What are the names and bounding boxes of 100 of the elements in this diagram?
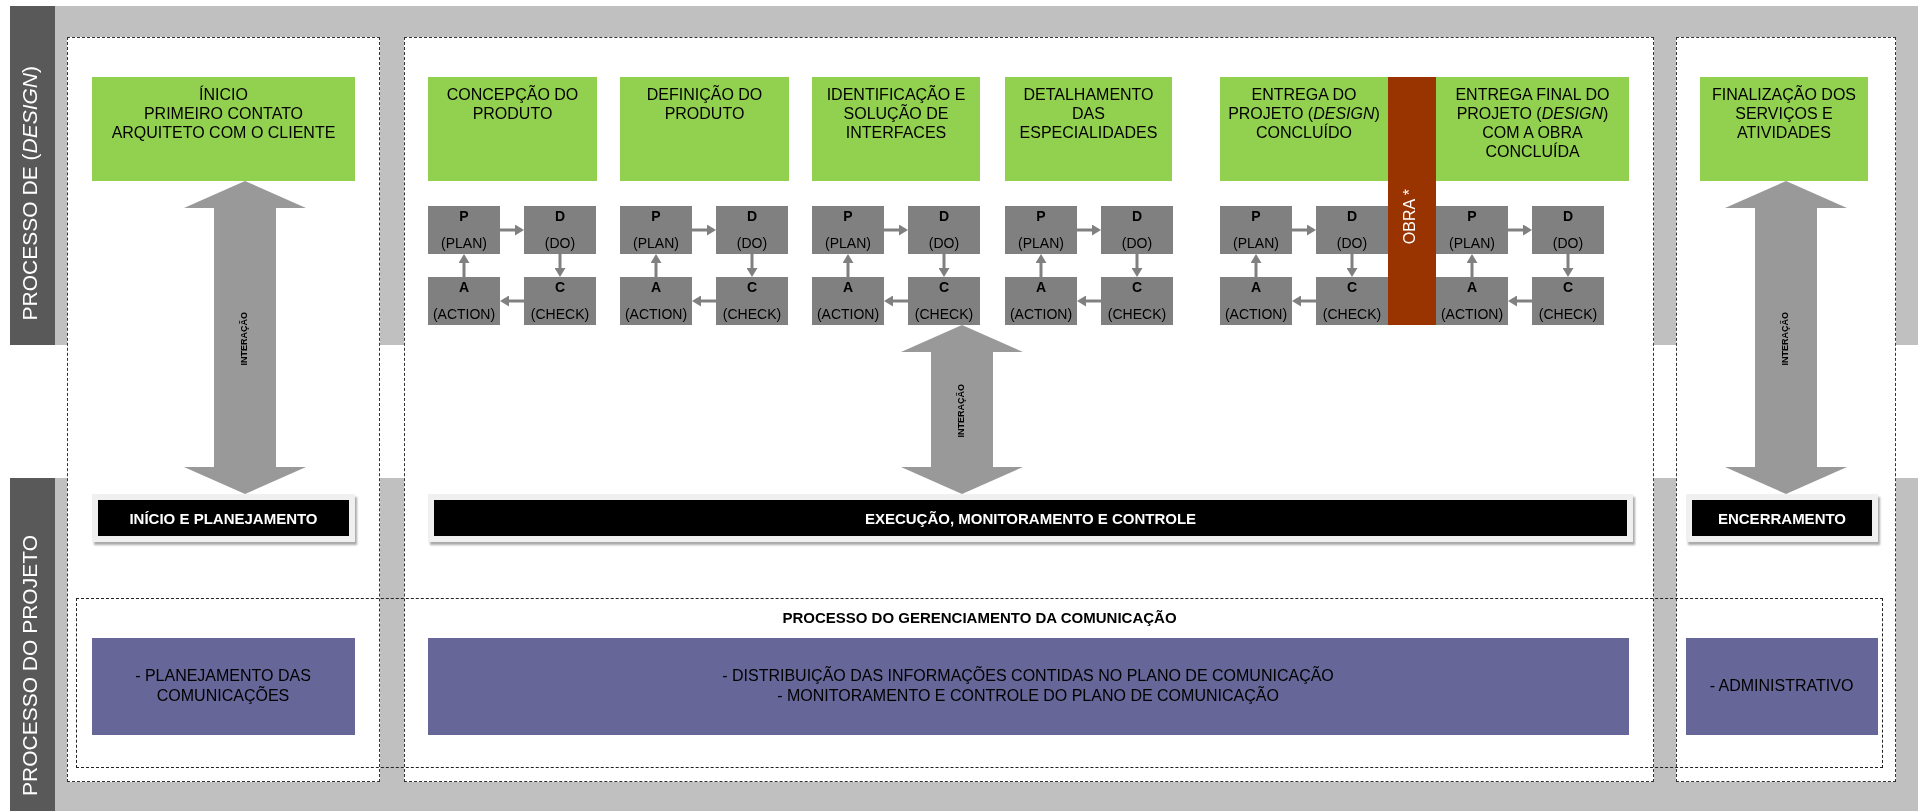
cycle-step-name: (ACTION)	[624, 306, 688, 322]
cycle-letter: P	[651, 208, 661, 224]
phase-box	[812, 77, 980, 181]
cycle-letter: P	[1251, 208, 1261, 224]
cycle-step-box	[716, 206, 788, 254]
cycle-step-box	[524, 277, 596, 325]
activity-box	[1685, 637, 1878, 735]
arrow	[1562, 254, 1574, 277]
cycle-letter: D	[1562, 208, 1574, 224]
cycle-step-box	[1316, 206, 1388, 254]
cycle-step-name: (PLAN)	[825, 235, 871, 251]
cycle-step-name: (CHECK)	[914, 306, 974, 322]
cycle-letter: A	[458, 279, 470, 295]
cycle-letter: A	[842, 279, 854, 295]
band-label-strip	[10, 478, 55, 811]
cycle-step-name: (DO)	[928, 235, 960, 251]
phase-box	[1700, 77, 1868, 181]
cycle-step-box	[812, 277, 884, 325]
arrow	[1077, 224, 1101, 236]
cycle-letter: A	[1466, 279, 1478, 295]
cycle-step-box	[620, 206, 692, 254]
cycle-letter: A	[650, 279, 662, 295]
cycle-letter: C	[746, 279, 758, 295]
cycle-step-box	[1436, 277, 1508, 325]
phase-box	[428, 77, 597, 181]
phase-box	[620, 77, 789, 181]
cycle-step-name: (CHECK)	[530, 306, 590, 322]
cycle-step-box	[1101, 206, 1173, 254]
group-title: PROCESSO DO GERENCIAMENTO DA COMUNICAÇÃO	[782, 609, 1177, 626]
arrow	[746, 254, 758, 277]
phase-title: ENTREGA FINAL DO PROJETO (DESIGN) COM A OBRA CONCLUÍDA	[1454, 85, 1611, 161]
activity-text: - MONITORAMENTO E CONTROLE DO PLANO DE COMUNICAÇÃO	[777, 686, 1279, 706]
arrow	[692, 224, 716, 236]
edge-label: INTERAÇÃO	[239, 311, 250, 365]
cycle-step-box	[1532, 277, 1604, 325]
cycle-step-name: (ACTION)	[1224, 306, 1288, 322]
arrow	[884, 295, 908, 307]
stage-title: INÍCIO E PLANEJAMENTO	[129, 509, 318, 527]
cycle-step-name: (ACTION)	[432, 306, 496, 322]
activity-text: - ADMINISTRATIVO	[1709, 676, 1854, 696]
double-arrow	[184, 181, 306, 494]
cycle-letter: D	[746, 208, 758, 224]
cycle-letter: D	[1346, 208, 1358, 224]
arrow	[554, 254, 566, 277]
cycle-step-box	[428, 206, 500, 254]
cycle-step-name: (CHECK)	[1107, 306, 1167, 322]
edge-label: INTERAÇÃO	[956, 383, 967, 437]
cycle-step-name: (PLAN)	[1233, 235, 1279, 251]
phase-title: DETALHAMENTO DAS ESPECIALIDADES	[1018, 85, 1159, 142]
arrow	[500, 224, 524, 236]
cycle-letter: P	[1036, 208, 1046, 224]
band-title: PROCESSO DE (DESIGN)	[18, 65, 42, 320]
stage-bar	[428, 494, 1633, 542]
cycle-letter: C	[938, 279, 950, 295]
arrow	[1077, 295, 1101, 307]
activity-box	[91, 637, 355, 735]
cycle-step-name: (PLAN)	[633, 235, 679, 251]
double-arrow	[901, 325, 1023, 494]
phase-box	[1220, 77, 1388, 181]
double-arrow	[1725, 181, 1847, 494]
cycle-letter: C	[554, 279, 566, 295]
arrow	[842, 254, 854, 277]
arrow	[650, 254, 662, 277]
phase-box	[1005, 77, 1172, 181]
cycle-step-box	[812, 206, 884, 254]
stage-bar	[1686, 494, 1878, 542]
cycle-letter: P	[459, 208, 469, 224]
cycle-step-box	[908, 277, 980, 325]
arrow	[1508, 224, 1532, 236]
phase-title: FINALIZAÇÃO DOS SERVIÇOS E ATIVIDADES	[1711, 85, 1857, 142]
cycle-step-box	[716, 277, 788, 325]
cycle-step-box	[1316, 277, 1388, 325]
arrow	[500, 295, 524, 307]
band-title: PROCESSO DO PROJETO	[18, 534, 42, 796]
activity-box	[427, 637, 1629, 735]
arrow	[1346, 254, 1358, 277]
arrow	[1292, 295, 1316, 307]
cycle-letter: C	[1131, 279, 1143, 295]
phase-title: ÍNICIO	[199, 85, 248, 104]
cycle-step-box	[620, 277, 692, 325]
cycle-step-box	[1532, 206, 1604, 254]
cycle-step-box	[1005, 277, 1077, 325]
cycle-step-name: (PLAN)	[1018, 235, 1064, 251]
cycle-step-box	[1436, 206, 1508, 254]
cycle-step-name: (DO)	[736, 235, 768, 251]
arrow	[458, 254, 470, 277]
arrow	[1466, 254, 1478, 277]
cycle-step-name: (ACTION)	[1440, 306, 1504, 322]
cycle-step-name: (ACTION)	[1009, 306, 1073, 322]
stage-title: ENCERRAMENTO	[1717, 509, 1847, 527]
phase-description: PRIMEIRO CONTATO ARQUITETO COM O CLIENTE	[110, 104, 337, 142]
arrow	[1250, 254, 1262, 277]
cycle-letter: D	[554, 208, 566, 224]
arrow	[692, 295, 716, 307]
phase-box	[92, 77, 355, 181]
cycle-step-box	[1101, 277, 1173, 325]
cycle-letter: D	[1131, 208, 1143, 224]
phase-title: ENTREGA DO PROJETO (DESIGN) CONCLUÍDO	[1227, 85, 1381, 142]
phase-title: CONCEPÇÃO DO PRODUTO	[445, 85, 580, 123]
stage-label: OBRA *	[1401, 189, 1419, 245]
